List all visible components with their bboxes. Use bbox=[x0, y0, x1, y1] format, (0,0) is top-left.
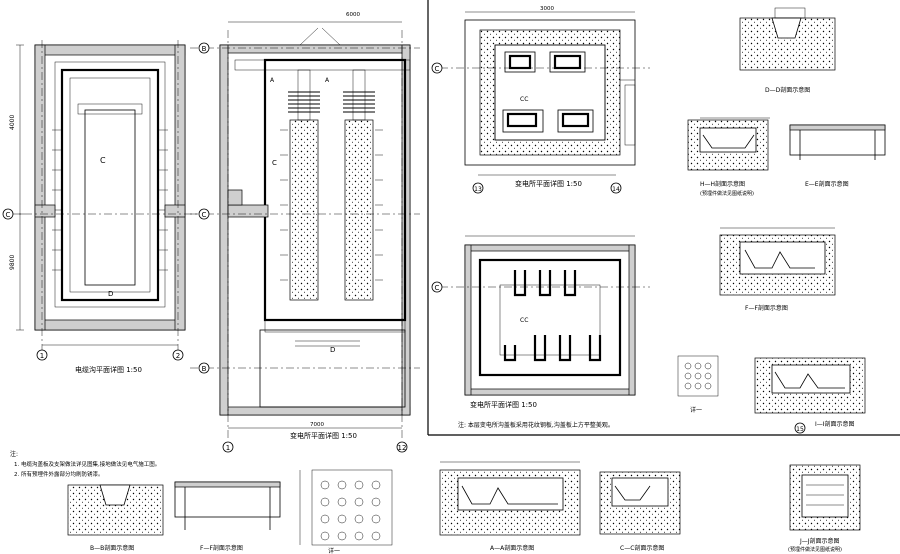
room-label-d-mid: D bbox=[330, 346, 335, 354]
section-ii: 15 I—I剖面示意图 bbox=[754, 357, 866, 434]
caption-section-aa: A—A剖面示意图 bbox=[490, 544, 534, 552]
caption-detail-1: 详一 bbox=[690, 406, 702, 414]
section-jj: J—J剖面示意图 (预埋件做法见图纸说明) bbox=[788, 464, 861, 553]
axis-13-upper: 13 bbox=[474, 186, 482, 193]
substation-plan-main: B C B 1 12 7000 6000 C D A A 变电所平面详图 1:5… bbox=[190, 12, 420, 453]
axis-1-mid: 1 bbox=[226, 444, 230, 452]
cable-trench-plan: C 1 2 C D 4000 9800 电缆沟平面详图 1:50 bbox=[2, 40, 205, 374]
caption-section-ff-bottom: F—F剖面示意图 bbox=[200, 544, 243, 552]
section-hh: H—H剖面示意图 (预埋件做法见图纸说明) bbox=[687, 117, 770, 197]
caption-section-jj: J—J剖面示意图 bbox=[799, 537, 840, 545]
section-cc: C—C剖面示意图 bbox=[599, 471, 681, 552]
axis-c-upper: C bbox=[435, 65, 440, 73]
caption-substation-2: 变电所平面详图 1:50 bbox=[515, 179, 582, 188]
substation-plan-upper: CC C 13 14 3000 变电所平面详图 1:50 bbox=[431, 6, 650, 194]
caption-section-bb: B—B剖面示意图 bbox=[90, 544, 134, 552]
detail-1-right: 详一 bbox=[677, 355, 719, 414]
axis-c-left: C bbox=[6, 211, 11, 219]
dim-left-2: 9800 bbox=[9, 255, 16, 270]
axis-c-lower: C bbox=[435, 284, 440, 292]
axis-14-upper: 14 bbox=[612, 186, 620, 193]
axis-c-mid: C bbox=[202, 211, 207, 219]
dim-left-1: 4000 bbox=[9, 115, 16, 130]
notes-block: 注: 1. 电缆沟盖板及支架做法详见图集,接地做法见电气施工图。 2. 所有预埋… bbox=[10, 450, 160, 478]
substation-plan-lower: CC C 变电所平面详图 1:50 注: 本层变电所沟盖板采用花纹钢板,沟盖板上… bbox=[431, 235, 650, 429]
caption-substation-3: 变电所平面详图 1:50 bbox=[470, 400, 537, 409]
dim-mid-top: 6000 bbox=[346, 12, 360, 18]
caption-cable-trench: 电缆沟平面详图 1:50 bbox=[75, 365, 142, 374]
section-ee: E—E剖面示意图 bbox=[789, 124, 886, 188]
room-label-d: D bbox=[108, 290, 113, 298]
axis-b-top: B bbox=[202, 45, 207, 53]
room-label-cc-lower: CC bbox=[520, 317, 528, 324]
section-dd: D—D剖面示意图 bbox=[739, 7, 836, 94]
room-label-a-left: A bbox=[270, 77, 275, 84]
caption-section-ff: F—F剖面示意图 bbox=[745, 304, 788, 312]
section-aa: A—A剖面示意图 bbox=[439, 461, 581, 552]
room-label-cc-upper: CC bbox=[520, 96, 528, 103]
right-note: 注: 本层变电所沟盖板采用花纹钢板,沟盖板上方平整美观。 bbox=[458, 421, 614, 429]
detail-1-bottom: 详一 bbox=[299, 469, 393, 554]
notes-line-2: 2. 所有预埋件外露部分均刷防锈漆。 bbox=[14, 470, 104, 478]
dim-upper-top: 3000 bbox=[540, 6, 554, 12]
caption-section-ee: E—E剖面示意图 bbox=[805, 180, 849, 188]
room-label-c-mid: C bbox=[272, 159, 277, 167]
caption-sub-h: (预埋件做法见图纸说明) bbox=[700, 190, 754, 197]
notes-heading: 注: bbox=[10, 450, 18, 458]
caption-substation-1: 变电所平面详图 1:50 bbox=[290, 431, 357, 440]
caption-detail-2: 详一 bbox=[328, 547, 340, 554]
axis-b-bottom: B bbox=[202, 365, 207, 373]
axis-15: 15 bbox=[796, 426, 804, 433]
section-ff-bottom: F—F剖面示意图 bbox=[174, 481, 281, 552]
caption-section-dd: D—D剖面示意图 bbox=[765, 86, 810, 94]
dim-mid-bottom: 7000 bbox=[310, 422, 324, 428]
axis-12-mid: 12 bbox=[398, 444, 407, 452]
axis-1-left: 1 bbox=[40, 352, 44, 360]
axis-2-left: 2 bbox=[176, 352, 180, 360]
room-label-a-right: A bbox=[325, 77, 330, 84]
caption-section-hh: H—H剖面示意图 bbox=[700, 180, 745, 188]
caption-section-ii: I—I剖面示意图 bbox=[815, 420, 855, 428]
caption-section-cc: C—C剖面示意图 bbox=[620, 544, 664, 552]
caption-sub-j: (预埋件做法见图纸说明) bbox=[788, 546, 842, 553]
notes-line-1: 1. 电缆沟盖板及支架做法详见图集,接地做法见电气施工图。 bbox=[14, 460, 160, 468]
room-label-c: C bbox=[100, 156, 106, 165]
section-bb: B—B剖面示意图 bbox=[67, 484, 164, 552]
section-ff: F—F剖面示意图 bbox=[719, 227, 836, 312]
